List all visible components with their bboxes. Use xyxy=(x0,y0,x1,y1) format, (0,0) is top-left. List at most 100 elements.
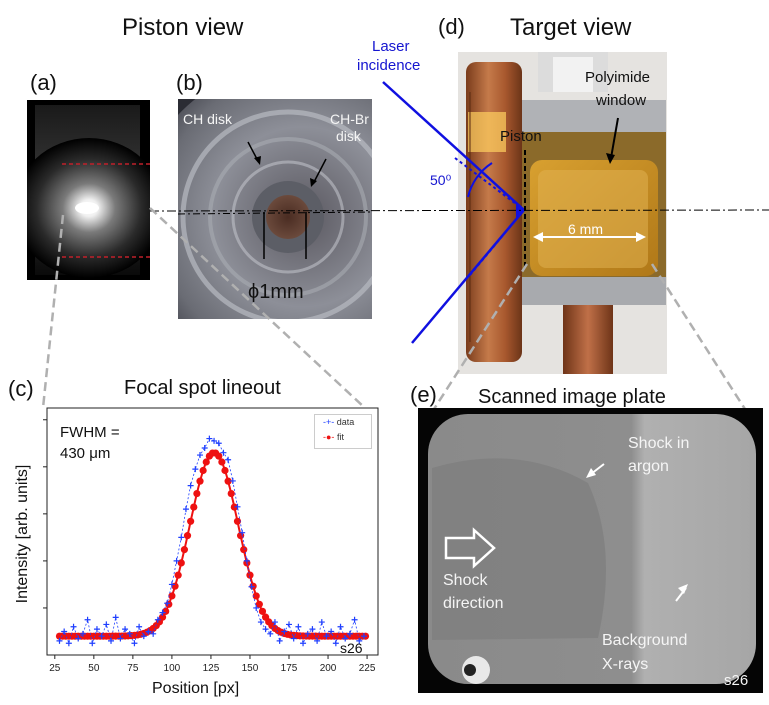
data-point-11 xyxy=(108,637,115,644)
connector-d-left xyxy=(425,263,529,421)
data-point-5 xyxy=(79,630,86,637)
fit-point-53 xyxy=(221,466,229,475)
connector-d-right xyxy=(650,263,754,421)
target-photo xyxy=(458,52,667,374)
fit-point-64 xyxy=(255,600,263,608)
data-point-62 xyxy=(346,630,353,637)
data-point-46 xyxy=(271,619,278,626)
data-point-27 xyxy=(182,506,189,513)
angle-arc xyxy=(467,162,493,198)
polyimide-label-line1: Polyimide xyxy=(585,69,651,86)
target-view-title: Target view xyxy=(510,14,632,41)
laser-arrowhead xyxy=(516,202,526,218)
legend-data-label: data xyxy=(336,417,355,427)
shock-direction-line2: direction xyxy=(443,595,504,612)
data-point-18 xyxy=(140,633,147,640)
data-point-1 xyxy=(61,628,68,635)
laser-beam-upper xyxy=(382,81,525,211)
legend-fit-label: fit xyxy=(336,432,344,442)
data-point-14 xyxy=(122,626,129,633)
width-arrow-right-head xyxy=(636,232,646,242)
data-point-30 xyxy=(197,452,204,459)
data-point-17 xyxy=(136,623,143,630)
data-point-8 xyxy=(93,626,100,633)
piston-label: Piston xyxy=(500,128,542,145)
data-point-42 xyxy=(253,604,260,611)
angle-label: 50⁰ xyxy=(430,172,452,188)
ch-disk-label: CH disk xyxy=(183,111,233,127)
chart-xlabel: Position [px] xyxy=(152,680,240,697)
piston-photo-drawing xyxy=(178,99,372,319)
focal-spot-title: Focal spot lineout xyxy=(124,377,281,399)
image-plate xyxy=(418,408,763,693)
data-point-44 xyxy=(262,626,269,633)
data-point-33 xyxy=(211,437,218,444)
plate-shot-label: s26 xyxy=(724,672,749,689)
laser-beam-lower-dashed xyxy=(469,209,525,276)
data-point-28 xyxy=(187,482,194,489)
x-tick-label-2: 75 xyxy=(127,663,139,674)
piston-view-title: Piston view xyxy=(122,14,244,41)
data-point-10 xyxy=(103,621,110,628)
data-point-6 xyxy=(84,616,91,623)
connector-a-right xyxy=(149,207,366,409)
data-point-63 xyxy=(351,616,358,623)
data-point-60 xyxy=(337,623,344,630)
polyimide-label-line2: window xyxy=(596,92,647,109)
data-point-61 xyxy=(342,635,349,642)
fit-point-52 xyxy=(218,458,226,466)
chart-shot-label: s26 xyxy=(340,640,363,656)
data-point-53 xyxy=(304,630,311,637)
data-point-59 xyxy=(332,640,339,647)
data-point-51 xyxy=(295,623,302,630)
chbr-disk-label-line2: disk xyxy=(336,128,361,144)
data-point-64 xyxy=(356,637,363,644)
fit-point-36 xyxy=(168,592,176,600)
data-point-26 xyxy=(178,534,185,541)
fwhm-label-line1: FWHM = xyxy=(60,424,120,441)
chbr-disk-label-line1: CH-Br xyxy=(330,111,369,127)
focal-spot-image-drawing xyxy=(27,105,150,278)
data-point-56 xyxy=(318,619,325,626)
polyimide-pointer-head xyxy=(606,153,615,164)
panel-label-a: (a) xyxy=(30,70,57,95)
data-point-12 xyxy=(112,614,119,621)
laser-beam-upper-dashed xyxy=(454,157,525,211)
width-arrow-left-head xyxy=(533,232,543,242)
x-tick-label-3: 100 xyxy=(164,663,181,674)
panel-label-d: (d) xyxy=(438,14,465,39)
data-point-48 xyxy=(281,628,288,635)
fit-point-57 xyxy=(233,517,242,525)
fit-point-44 xyxy=(193,489,201,498)
shock-direction-line1: Shock xyxy=(443,572,488,589)
target-photo-drawing xyxy=(458,52,667,374)
scanned-plate-title: Scanned image plate xyxy=(478,386,666,408)
fit-point-43 xyxy=(190,503,198,511)
fit-point-56 xyxy=(230,503,238,511)
fit-point-45 xyxy=(196,477,204,485)
data-point-19 xyxy=(145,628,152,635)
plot-frame xyxy=(46,407,379,656)
data-point-22 xyxy=(159,609,166,616)
data-point-50 xyxy=(290,635,297,642)
data-point-25 xyxy=(173,557,180,564)
data-point-58 xyxy=(328,628,335,635)
connector-a-left xyxy=(41,214,65,409)
data-point-29 xyxy=(192,466,199,473)
data-point-24 xyxy=(168,581,175,588)
fit-point-55 xyxy=(227,489,235,498)
data-point-34 xyxy=(215,440,222,447)
axis-line xyxy=(149,209,769,212)
data-point-43 xyxy=(257,619,264,626)
fit-point-54 xyxy=(224,477,232,485)
data-point-57 xyxy=(323,633,330,640)
data-point-9 xyxy=(98,633,105,640)
data-point-31 xyxy=(201,444,208,451)
data-point-52 xyxy=(300,640,307,647)
x-tick-label-4: 125 xyxy=(203,663,220,674)
x-tick-label-7: 200 xyxy=(320,663,337,674)
panel-label-c: (c) xyxy=(8,376,34,401)
fit-point-41 xyxy=(183,532,192,540)
